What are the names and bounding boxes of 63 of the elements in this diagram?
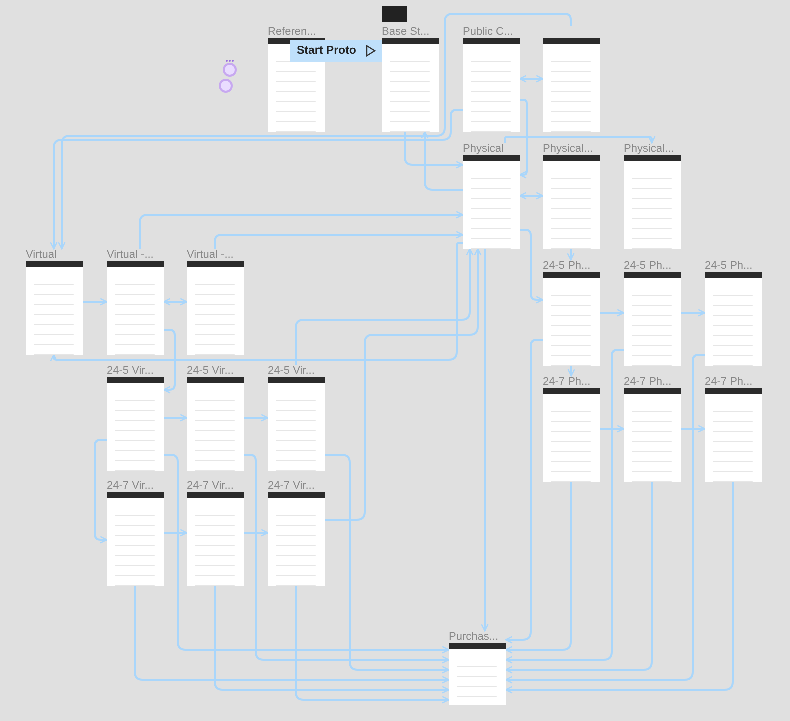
prototype-connector	[481, 249, 489, 632]
frame-title: 24-7 Vir...	[187, 480, 235, 492]
prototype-connector	[164, 454, 450, 654]
frame-title: Physical...	[624, 143, 676, 155]
frame-title: Referen...	[268, 26, 318, 38]
prototype-connector	[519, 192, 544, 200]
frame-title: Physical	[463, 143, 505, 155]
start-prototype-tag: Start Proto	[290, 40, 382, 62]
prototype-connector	[568, 366, 576, 377]
prototype-connector	[244, 529, 269, 537]
prototype-connector	[214, 231, 464, 249]
prototype-connector	[325, 454, 450, 674]
frame-title: Virtual -...	[187, 249, 235, 261]
prototype-connector	[295, 248, 474, 365]
prototype-connector	[164, 529, 188, 537]
frame-title: 24-7 Ph...	[705, 376, 754, 388]
prototype-connector	[505, 339, 543, 644]
frame-title: 24-7 Ph...	[624, 376, 673, 388]
prototype-connector	[505, 482, 572, 654]
prototype-connector	[163, 298, 188, 306]
frame-title: 24-5 Ph...	[543, 260, 592, 272]
frame-title: 24-5 Ph...	[705, 260, 754, 272]
prototype-connector	[50, 109, 463, 250]
prototype-connector	[83, 298, 108, 306]
prototype-connector	[421, 131, 463, 191]
prototype-connector	[504, 136, 656, 144]
prototype-connector	[164, 414, 188, 422]
prototype-connector	[139, 211, 464, 249]
prototype-connector	[94, 439, 108, 544]
prototype-connector	[519, 75, 544, 83]
frame-title: Purchas...	[449, 631, 500, 643]
frame-title: 24-5 Ph...	[624, 260, 673, 272]
prototype-connector	[600, 309, 625, 317]
prototype-connector	[50, 242, 464, 362]
frame-title: 24-7 Vir...	[107, 480, 155, 492]
prototype-connector	[520, 229, 544, 304]
frame-title: 24-7 Ph...	[543, 376, 592, 388]
prototype-connector	[681, 309, 706, 317]
prototype-connector	[681, 425, 706, 433]
prototype-connector	[505, 482, 653, 674]
frame-title: Physical...	[543, 143, 594, 155]
prototype-connector	[163, 329, 176, 394]
prototype-connector	[519, 99, 528, 179]
prototype-connector	[505, 354, 705, 684]
frame-title: Virtual	[26, 249, 58, 261]
prototype-connector	[567, 249, 575, 261]
frame-title: 24-5 Vir...	[187, 365, 235, 377]
prototype-connector	[505, 482, 734, 694]
frame-title: Public C...	[463, 26, 514, 38]
prototype-connector	[244, 454, 450, 664]
frame-title: 24-5 Vir...	[107, 365, 155, 377]
prototype-connector	[214, 586, 450, 694]
prototype-connector	[134, 586, 450, 684]
prototype-connector	[295, 586, 450, 704]
frame-title: 24-7 Vir...	[268, 480, 316, 492]
prototype-connector	[325, 248, 482, 521]
prototype-connector	[404, 132, 464, 169]
prototype-connector	[600, 425, 625, 433]
frame-title: 24-5 Vir...	[268, 365, 316, 377]
prototype-connector	[244, 414, 269, 422]
frame-title: Virtual -...	[107, 249, 155, 261]
prototype-connector	[505, 349, 624, 664]
frame-title: Base St...	[382, 26, 431, 38]
